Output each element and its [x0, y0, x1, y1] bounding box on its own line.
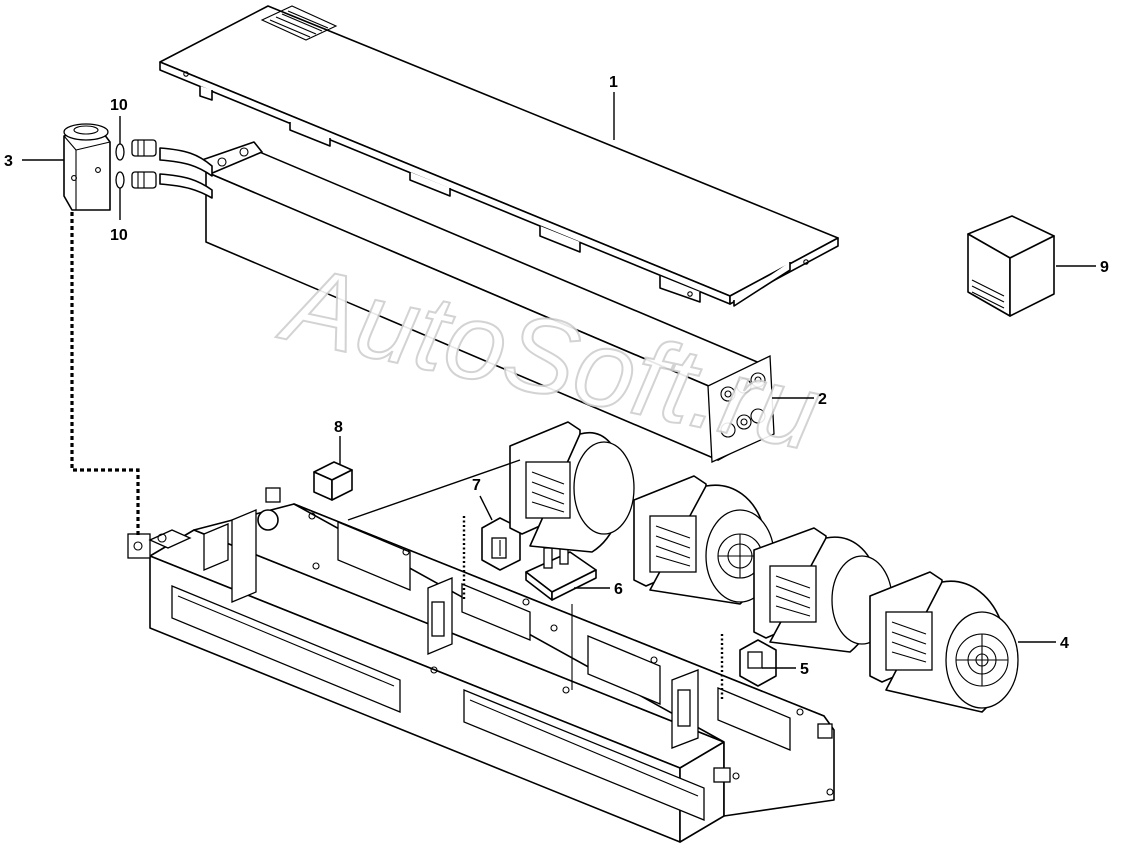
blower-fan-1 [509, 421, 635, 553]
callout-5: 5 [800, 661, 809, 678]
callout-4: 4 [1060, 635, 1069, 652]
callout-10-bottom: 10 [110, 227, 128, 244]
callout-6: 6 [614, 581, 623, 598]
valve-part-3 [63, 123, 111, 211]
callout-10-top: 10 [110, 97, 128, 114]
callout-8: 8 [334, 419, 343, 436]
callout-2: 2 [818, 391, 827, 408]
block-part-8 [313, 461, 353, 501]
heater-core-part-2 [159, 141, 775, 463]
callout-7: 7 [472, 477, 481, 494]
seal-rings-part-10 [115, 143, 125, 189]
blower-fan-4 [869, 571, 1019, 713]
callout-labels: 1 2 3 4 5 6 7 8 9 10 10 [4, 74, 1109, 678]
package-part-9 [967, 215, 1055, 317]
blower-fan-2 [633, 475, 775, 605]
top-cover-part-1 [159, 5, 839, 307]
blower-fan-3 [753, 527, 893, 653]
pipe-fittings [131, 139, 157, 189]
dashed-routing-line [70, 212, 140, 538]
clip-part-5 [739, 639, 777, 687]
callout-9: 9 [1100, 259, 1109, 276]
callout-3: 3 [4, 153, 13, 170]
leader-lines [22, 92, 1096, 669]
clip-part-7 [481, 517, 521, 571]
assembly-line-fan [347, 459, 521, 521]
callout-1: 1 [609, 74, 618, 91]
leader-7 [479, 495, 493, 521]
connector-part-6 [525, 543, 597, 601]
housing-tray [127, 487, 835, 843]
